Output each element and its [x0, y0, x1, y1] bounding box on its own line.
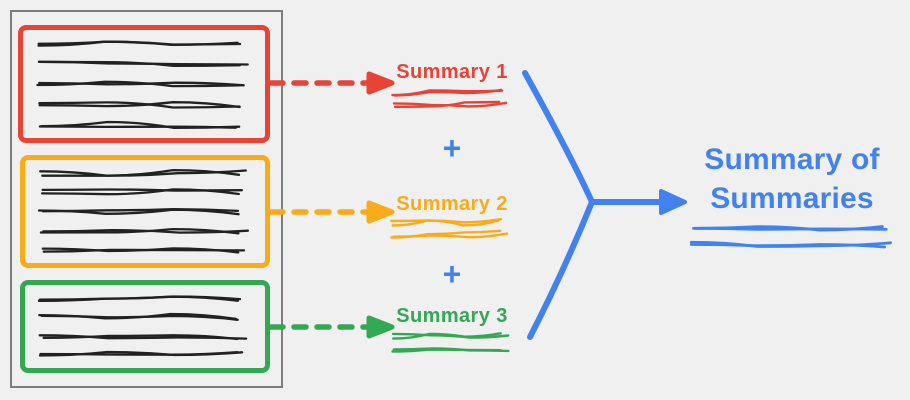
yellow-dashed-arrow-icon	[268, 199, 398, 225]
summary-3-scribble	[378, 330, 526, 354]
source-document-panel	[10, 10, 283, 388]
summary-1-label: Summary 1	[396, 61, 508, 83]
text-line-scribble	[37, 167, 253, 179]
text-line-scribble	[37, 330, 253, 342]
plus-sign-2: +	[442, 256, 462, 292]
merge-arrow-icon	[508, 58, 700, 350]
text-line-scribble	[35, 37, 253, 49]
text-line-scribble	[37, 349, 253, 361]
text-line-scribble	[37, 225, 253, 237]
text-line-scribble	[35, 99, 253, 111]
text-line-scribble	[35, 58, 253, 70]
text-line-scribble	[37, 244, 253, 256]
source-section-red	[18, 25, 270, 143]
summary-2-scribble	[378, 216, 526, 240]
text-line-scribble	[35, 78, 253, 90]
summary-3-label: Summary 3	[396, 305, 508, 327]
source-section-yellow	[20, 155, 270, 268]
summary-2-label: Summary 2	[396, 193, 508, 215]
plus-sign-1: +	[442, 130, 462, 166]
result-title-line-2: Summaries	[710, 182, 874, 215]
red-dashed-arrow-icon	[268, 70, 398, 96]
text-line-scribble	[37, 292, 253, 304]
source-section-green	[20, 280, 270, 373]
green-dashed-arrow-icon	[268, 314, 398, 340]
text-line-scribble	[37, 206, 253, 218]
result-title: Summary of Summaries	[686, 140, 898, 218]
summary-1-scribble	[378, 87, 526, 111]
text-line-scribble	[37, 311, 253, 323]
result-title-line-1: Summary of	[704, 143, 880, 176]
result-scribble	[687, 221, 899, 253]
text-line-scribble	[37, 186, 253, 198]
text-line-scribble	[35, 119, 253, 131]
